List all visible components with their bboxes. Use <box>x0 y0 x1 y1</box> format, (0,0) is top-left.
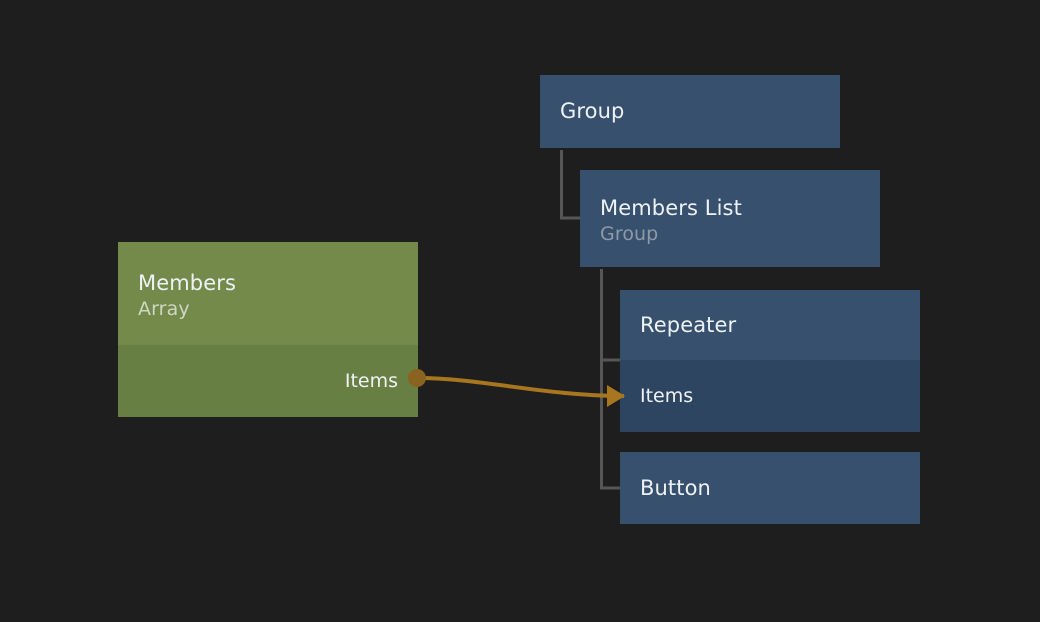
node-members-list[interactable]: Members List Group <box>580 170 880 267</box>
node-members[interactable]: Members Array Items <box>118 242 418 417</box>
node-group-header[interactable]: Group <box>540 75 840 148</box>
node-members-port-row[interactable]: Items <box>118 345 418 417</box>
node-members-subtitle: Array <box>138 297 190 320</box>
node-button[interactable]: Button <box>620 452 920 524</box>
node-members-list-title: Members List <box>600 195 742 220</box>
node-repeater-title: Repeater <box>640 312 737 337</box>
node-repeater-port-row[interactable]: Items <box>620 360 920 432</box>
node-repeater-port-items-label: Items <box>640 385 694 407</box>
node-members-header[interactable]: Members Array <box>118 242 418 345</box>
node-members-title: Members <box>138 270 237 295</box>
binding-wire-members-items-to-repeater-items[interactable] <box>417 376 625 398</box>
node-members-port-items-label: Items <box>344 370 398 392</box>
node-group[interactable]: Group <box>540 75 840 148</box>
node-members-list-header[interactable]: Members List Group <box>580 170 880 267</box>
node-members-list-subtitle: Group <box>600 222 659 245</box>
node-repeater[interactable]: Repeater Items <box>620 290 920 432</box>
node-group-title: Group <box>560 99 625 123</box>
node-button-title: Button <box>640 475 711 500</box>
node-button-header[interactable]: Button <box>620 452 920 524</box>
node-repeater-header[interactable]: Repeater <box>620 290 920 360</box>
